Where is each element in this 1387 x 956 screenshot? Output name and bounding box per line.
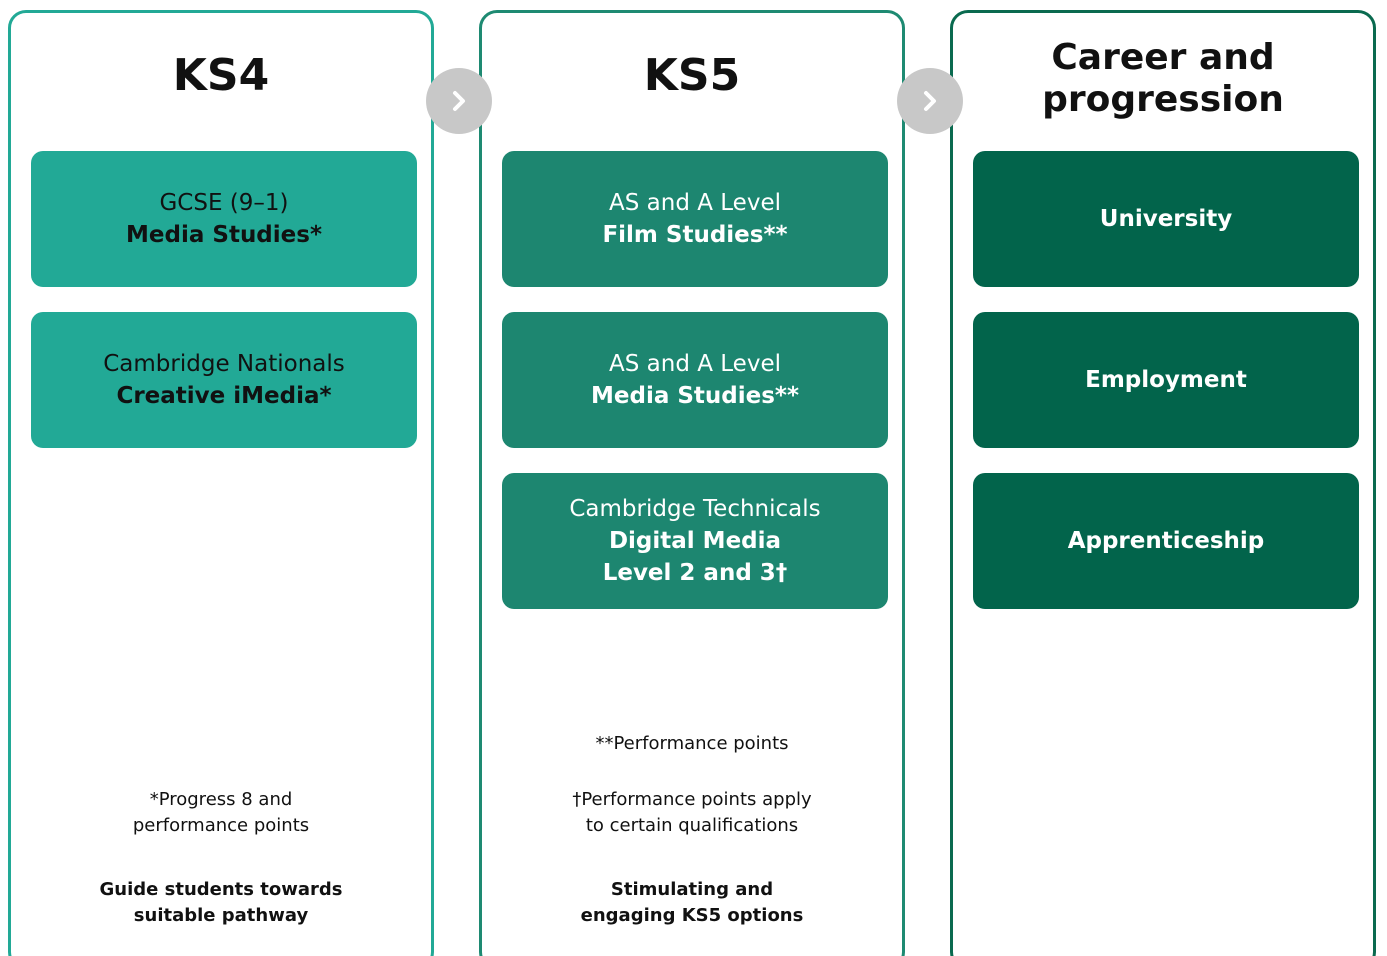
- apprenticeship-box: Apprenticeship: [973, 473, 1359, 609]
- box-subtitle: AS and A Level: [609, 351, 781, 377]
- chevron-right-icon-glyph: [453, 91, 465, 111]
- chevron-right-icon: [897, 68, 963, 134]
- box-title: University: [1099, 206, 1233, 232]
- box-title-line2: Level 2 and 3†: [602, 560, 788, 586]
- digital-media-box: Cambridge Technicals Digital Media Level…: [502, 473, 888, 609]
- box-title: Employment: [1085, 367, 1247, 393]
- stimulating-note-line2: engaging KS5 options: [580, 905, 804, 926]
- box-title: Apprenticeship: [1067, 528, 1265, 554]
- box-title: Film Studies**: [602, 222, 788, 248]
- cambridge-nationals-box: Cambridge Nationals Creative iMedia*: [31, 312, 417, 448]
- guide-note-line1: Guide students towards: [99, 879, 343, 900]
- chevron-right-icon-glyph: [924, 91, 936, 111]
- box-title: Creative iMedia*: [116, 383, 332, 409]
- career-column: Career and progression University Employ…: [950, 10, 1376, 956]
- dagger-note-line2: to certain qualifications: [585, 815, 799, 836]
- employment-box: Employment: [973, 312, 1359, 448]
- ks4-title: KS4: [172, 50, 270, 101]
- ks4-column: KS4 GCSE (9–1) Media Studies* Cambridge …: [8, 10, 434, 956]
- box-title: Media Studies*: [126, 222, 322, 248]
- stimulating-note-line1: Stimulating and: [610, 879, 774, 900]
- chevron-right-icon: [426, 68, 492, 134]
- gcse-media-studies-box: GCSE (9–1) Media Studies*: [31, 151, 417, 287]
- dagger-note-line1: †Performance points apply: [572, 789, 812, 810]
- ks5-column: KS5 AS and A Level Film Studies** AS and…: [479, 10, 905, 956]
- box-subtitle: AS and A Level: [609, 190, 781, 216]
- box-subtitle: GCSE (9–1): [159, 190, 289, 216]
- guide-note-line2: suitable pathway: [133, 905, 309, 926]
- box-title: Media Studies**: [591, 383, 799, 409]
- ks5-title: KS5: [643, 50, 741, 101]
- university-box: University: [973, 151, 1359, 287]
- career-title-line1: Career and: [1051, 37, 1275, 78]
- career-title-line2: progression: [1042, 79, 1284, 120]
- box-subtitle: Cambridge Nationals: [103, 351, 345, 377]
- performance-points-note: **Performance points: [595, 733, 789, 754]
- box-subtitle: Cambridge Technicals: [569, 496, 821, 522]
- progress-note-line1: *Progress 8 and: [149, 789, 293, 810]
- progress-note-line2: performance points: [132, 815, 310, 836]
- box-title: Digital Media: [608, 528, 782, 554]
- film-studies-box: AS and A Level Film Studies**: [502, 151, 888, 287]
- career-title: Career and progression: [953, 37, 1373, 121]
- ks5-media-studies-box: AS and A Level Media Studies**: [502, 312, 888, 448]
